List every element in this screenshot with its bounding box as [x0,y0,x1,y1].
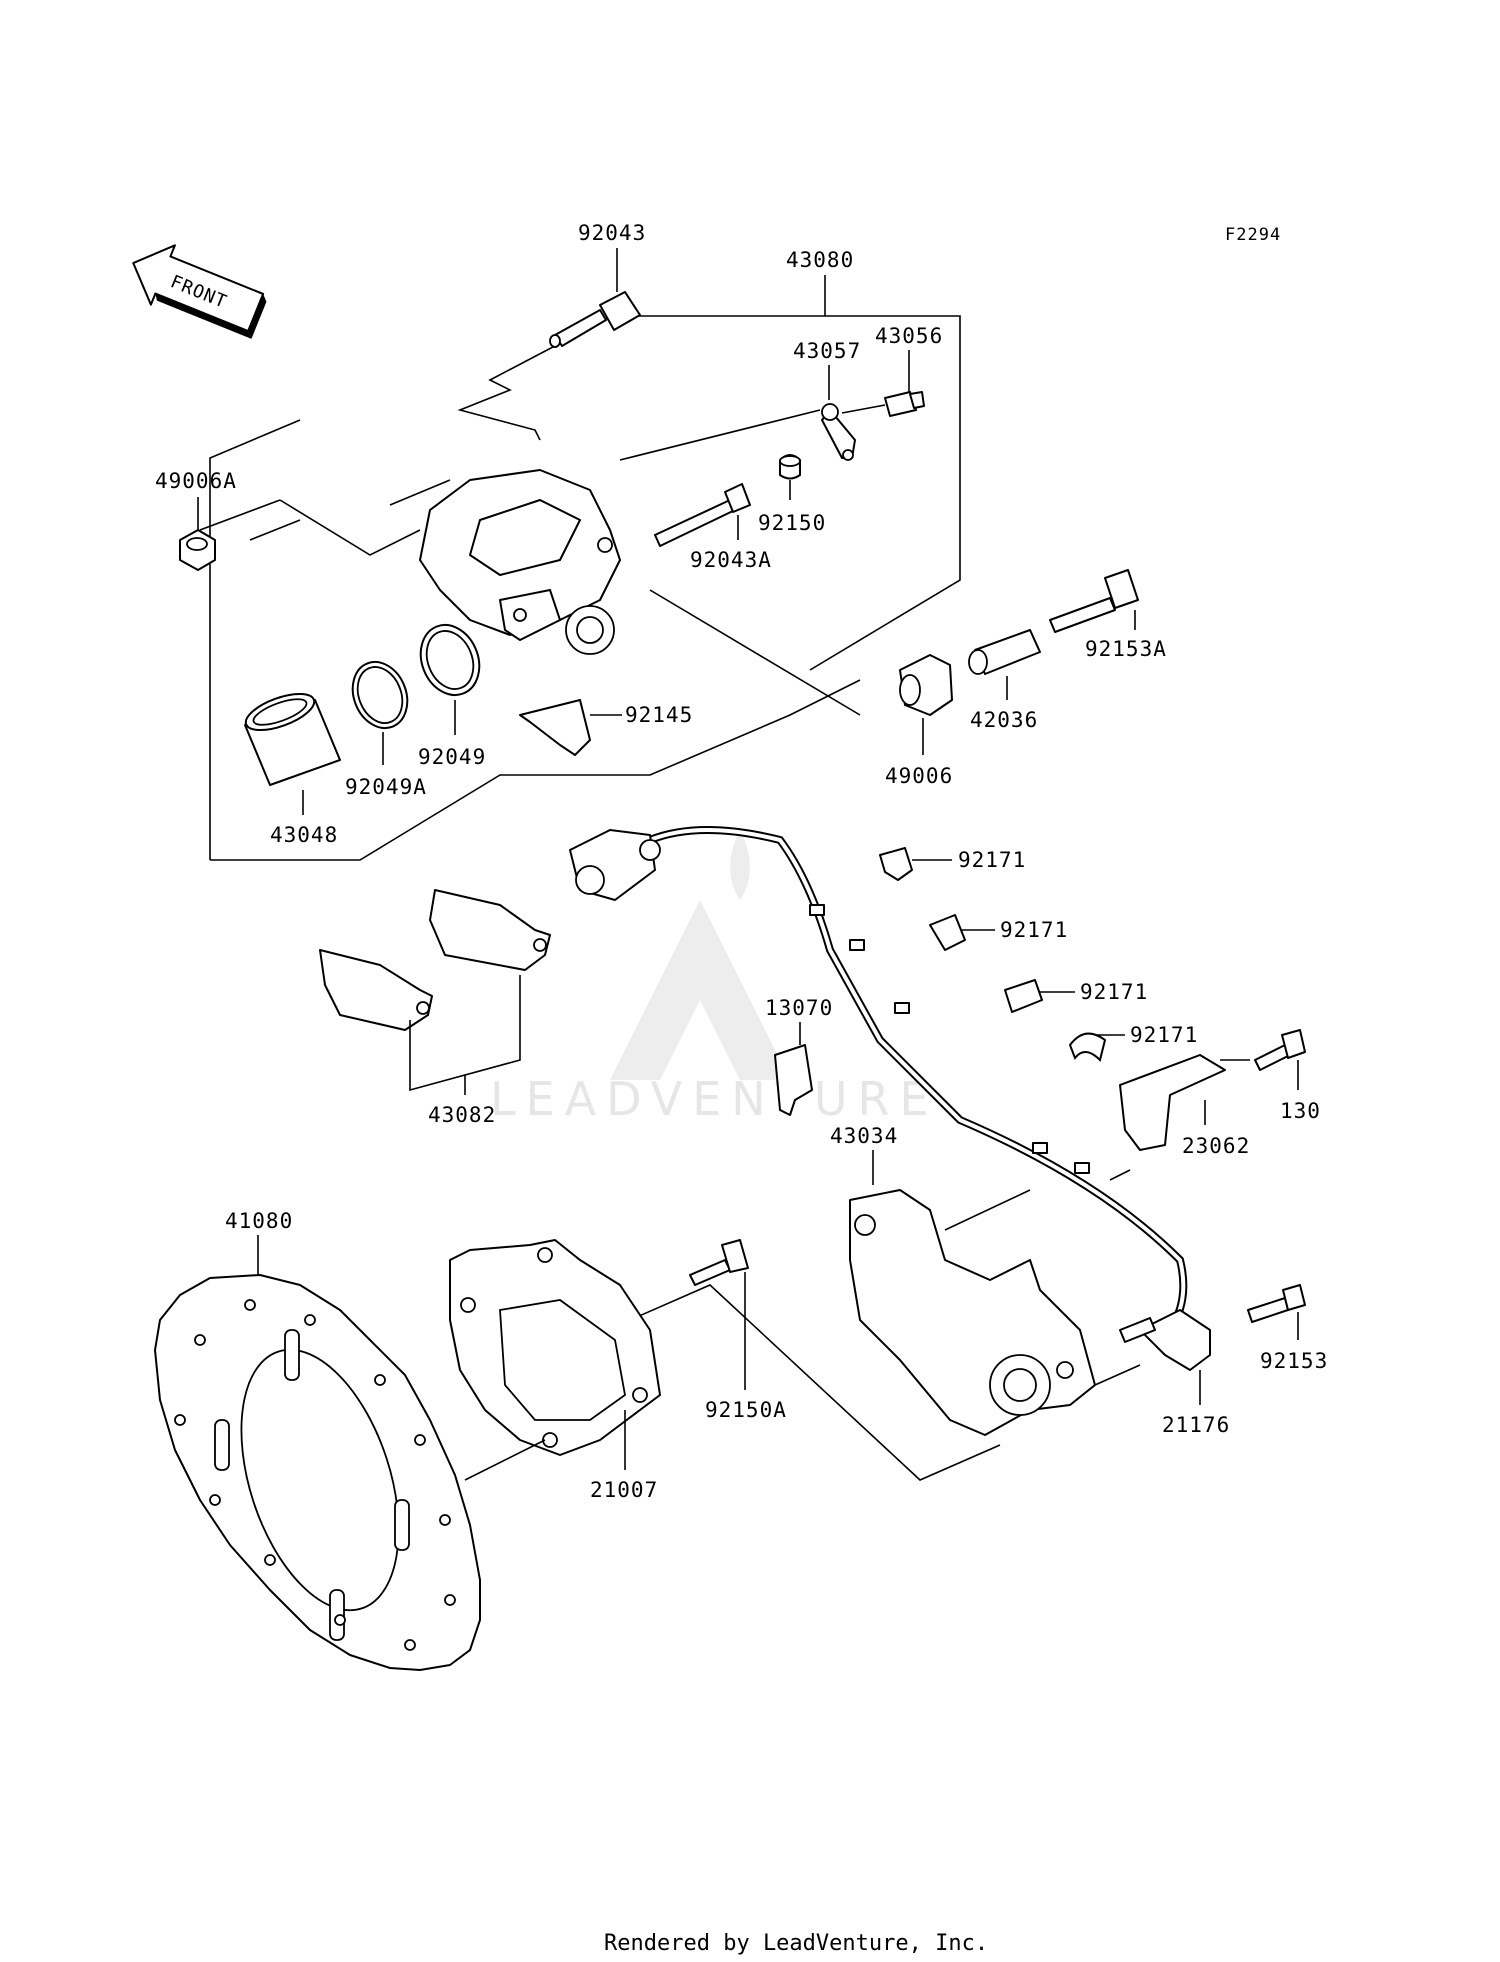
part-92145-spring: 92145 [519,699,693,756]
label-43057: 43057 [793,339,861,363]
part-92043A-pin: 92043A [654,483,772,572]
figure-code: F2294 [1225,225,1281,245]
part-92049A-seal: 92049A [345,661,427,799]
part-43082-brake-pads: 43082 [319,889,551,1127]
part-43057-bleeder-cap: 43057 [793,339,861,461]
part-43048-piston: 43048 [244,692,341,847]
part-130-bolt: 130 [1254,1029,1321,1123]
part-23062-bracket: 23062 [1119,1054,1250,1158]
part-43034-caliper-bracket: 43034 [830,1124,1131,1436]
label-23062: 23062 [1182,1134,1250,1158]
footer-credit: Rendered by LeadVenture, Inc. [604,1931,988,1956]
label-43034: 43034 [830,1124,898,1148]
label-130: 130 [1280,1099,1321,1123]
label-13070: 13070 [765,996,833,1020]
label-49006A: 49006A [155,469,237,493]
part-92049-seal: 92049 [418,624,486,769]
part-49006A-nut: 49006A [155,469,237,571]
part-49006-boot: 49006 [885,654,953,788]
label-92150A: 92150A [705,1398,787,1422]
label-92171-d: 92171 [1130,1023,1198,1047]
label-21176: 21176 [1162,1413,1230,1437]
part-92153-bolt: 92153 [1247,1284,1328,1373]
part-caliper-body [419,469,621,655]
part-92150-cap: 92150 [758,454,826,535]
label-92043A: 92043A [690,548,772,572]
label-92153A: 92153A [1085,637,1167,661]
part-21176-abs-sensor: 21176 [1119,1309,1230,1437]
part-13070-clip: 13070 [765,996,833,1116]
part-92171-clamp-3: 92171 [1004,979,1148,1013]
front-arrow-icon: FRONT [132,244,267,339]
label-21007: 21007 [590,1478,658,1502]
part-92150A-bolt: 92150A [689,1239,787,1422]
part-21007-sensor-rotor: 21007 [449,1239,661,1502]
label-43082: 43082 [428,1103,496,1127]
label-92171-a: 92171 [958,848,1026,872]
label-92150: 92150 [758,511,826,535]
watermark-text: LEADVENTURE [490,1072,939,1126]
label-92153: 92153 [1260,1349,1328,1373]
part-92153A-bolt: 92153A [1049,569,1167,661]
part-92171-clamp-2: 92171 [929,914,1068,951]
watermark: LEADVENTURE [490,830,939,1126]
label-42036: 42036 [970,708,1038,732]
label-92171-c: 92171 [1080,980,1148,1004]
part-42036-sleeve: 42036 [968,629,1041,732]
part-92171-clamp-1: 92171 [879,847,1026,881]
bracket-outline [629,1284,1141,1481]
part-92043-bolt: 92043 [549,221,646,348]
label-41080: 41080 [225,1209,293,1233]
label-43056: 43056 [875,324,943,348]
part-92171-clamp-4: 92171 [1068,1023,1198,1062]
part-41080-brake-disc: 41080 [154,1209,481,1671]
label-92049: 92049 [418,745,486,769]
label-49006: 49006 [885,764,953,788]
part-43056-bleeder-valve: 43056 [841,324,943,417]
label-92145: 92145 [625,703,693,727]
part-abs-sensor-cable [569,826,1188,1333]
label-92049A: 92049A [345,775,427,799]
label-43080: 43080 [786,248,854,272]
label-92043: 92043 [578,221,646,245]
label-92171-b: 92171 [1000,918,1068,942]
label-43048: 43048 [270,823,338,847]
